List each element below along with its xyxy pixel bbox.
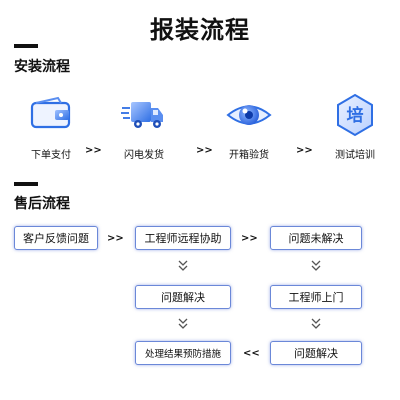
box-unsolved: 问题未解决 — [270, 226, 362, 250]
step-arrow-2: >> — [196, 145, 213, 156]
chevron-down-icon — [178, 318, 188, 329]
section-marker-install — [14, 44, 38, 48]
box-customer-feedback: 客户反馈问题 — [14, 226, 98, 250]
box-solved-2: 问题解决 — [270, 341, 362, 365]
training-badge-icon: 培 — [337, 93, 373, 137]
step-label-training: 测试培训 — [335, 150, 375, 161]
training-glyph: 培 — [347, 105, 364, 126]
step-label-delivery: 闪电发货 — [124, 150, 164, 161]
box-solved-1: 问题解决 — [135, 285, 231, 309]
step-arrow-1: >> — [85, 145, 102, 156]
after-sales-section-title: 售后流程 — [14, 196, 70, 212]
step-label-inspect: 开箱验货 — [229, 150, 269, 161]
page-title: 报装流程 — [150, 16, 250, 44]
install-section-title: 安装流程 — [14, 59, 70, 75]
delivery-truck-icon — [121, 102, 163, 128]
chevron-down-icon — [311, 260, 321, 271]
eye-icon — [226, 105, 272, 125]
chevron-down-icon — [178, 260, 188, 271]
box-remote-assist: 工程师远程协助 — [135, 226, 231, 250]
step-label-order: 下单支付 — [31, 150, 71, 161]
chevron-down-icon — [311, 318, 321, 329]
wallet-icon — [30, 96, 71, 129]
box-result-prevention: 处理结果预防措施 — [135, 341, 231, 365]
step-arrow-3: >> — [296, 145, 313, 156]
flow-arrow-back: << — [243, 348, 260, 359]
flow-arrow-1: >> — [107, 233, 124, 244]
box-onsite-engineer: 工程师上门 — [270, 285, 362, 309]
flow-arrow-2: >> — [241, 233, 258, 244]
section-marker-after-sales — [14, 182, 38, 186]
